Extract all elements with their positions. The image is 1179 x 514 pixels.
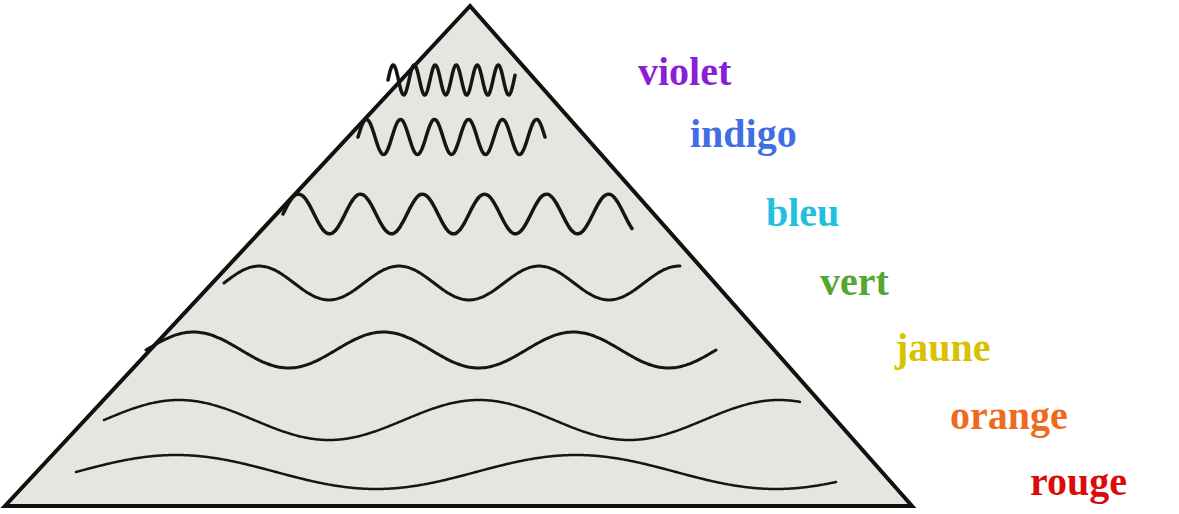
wave-line <box>104 400 800 440</box>
wave-line <box>224 266 680 300</box>
light-waves <box>76 65 836 489</box>
wave-line <box>76 455 836 489</box>
color-label: rouge <box>1030 462 1127 502</box>
wave-line <box>146 332 716 368</box>
color-label: vert <box>820 262 889 302</box>
color-label: bleu <box>766 193 839 233</box>
color-label: indigo <box>690 114 797 154</box>
wave-line <box>388 65 515 95</box>
wave-line <box>358 119 545 154</box>
color-label: violet <box>638 52 731 92</box>
color-label: jaune <box>895 328 991 368</box>
wave-line <box>283 194 632 234</box>
color-label: orange <box>950 396 1068 436</box>
prism-triangle <box>5 6 912 506</box>
